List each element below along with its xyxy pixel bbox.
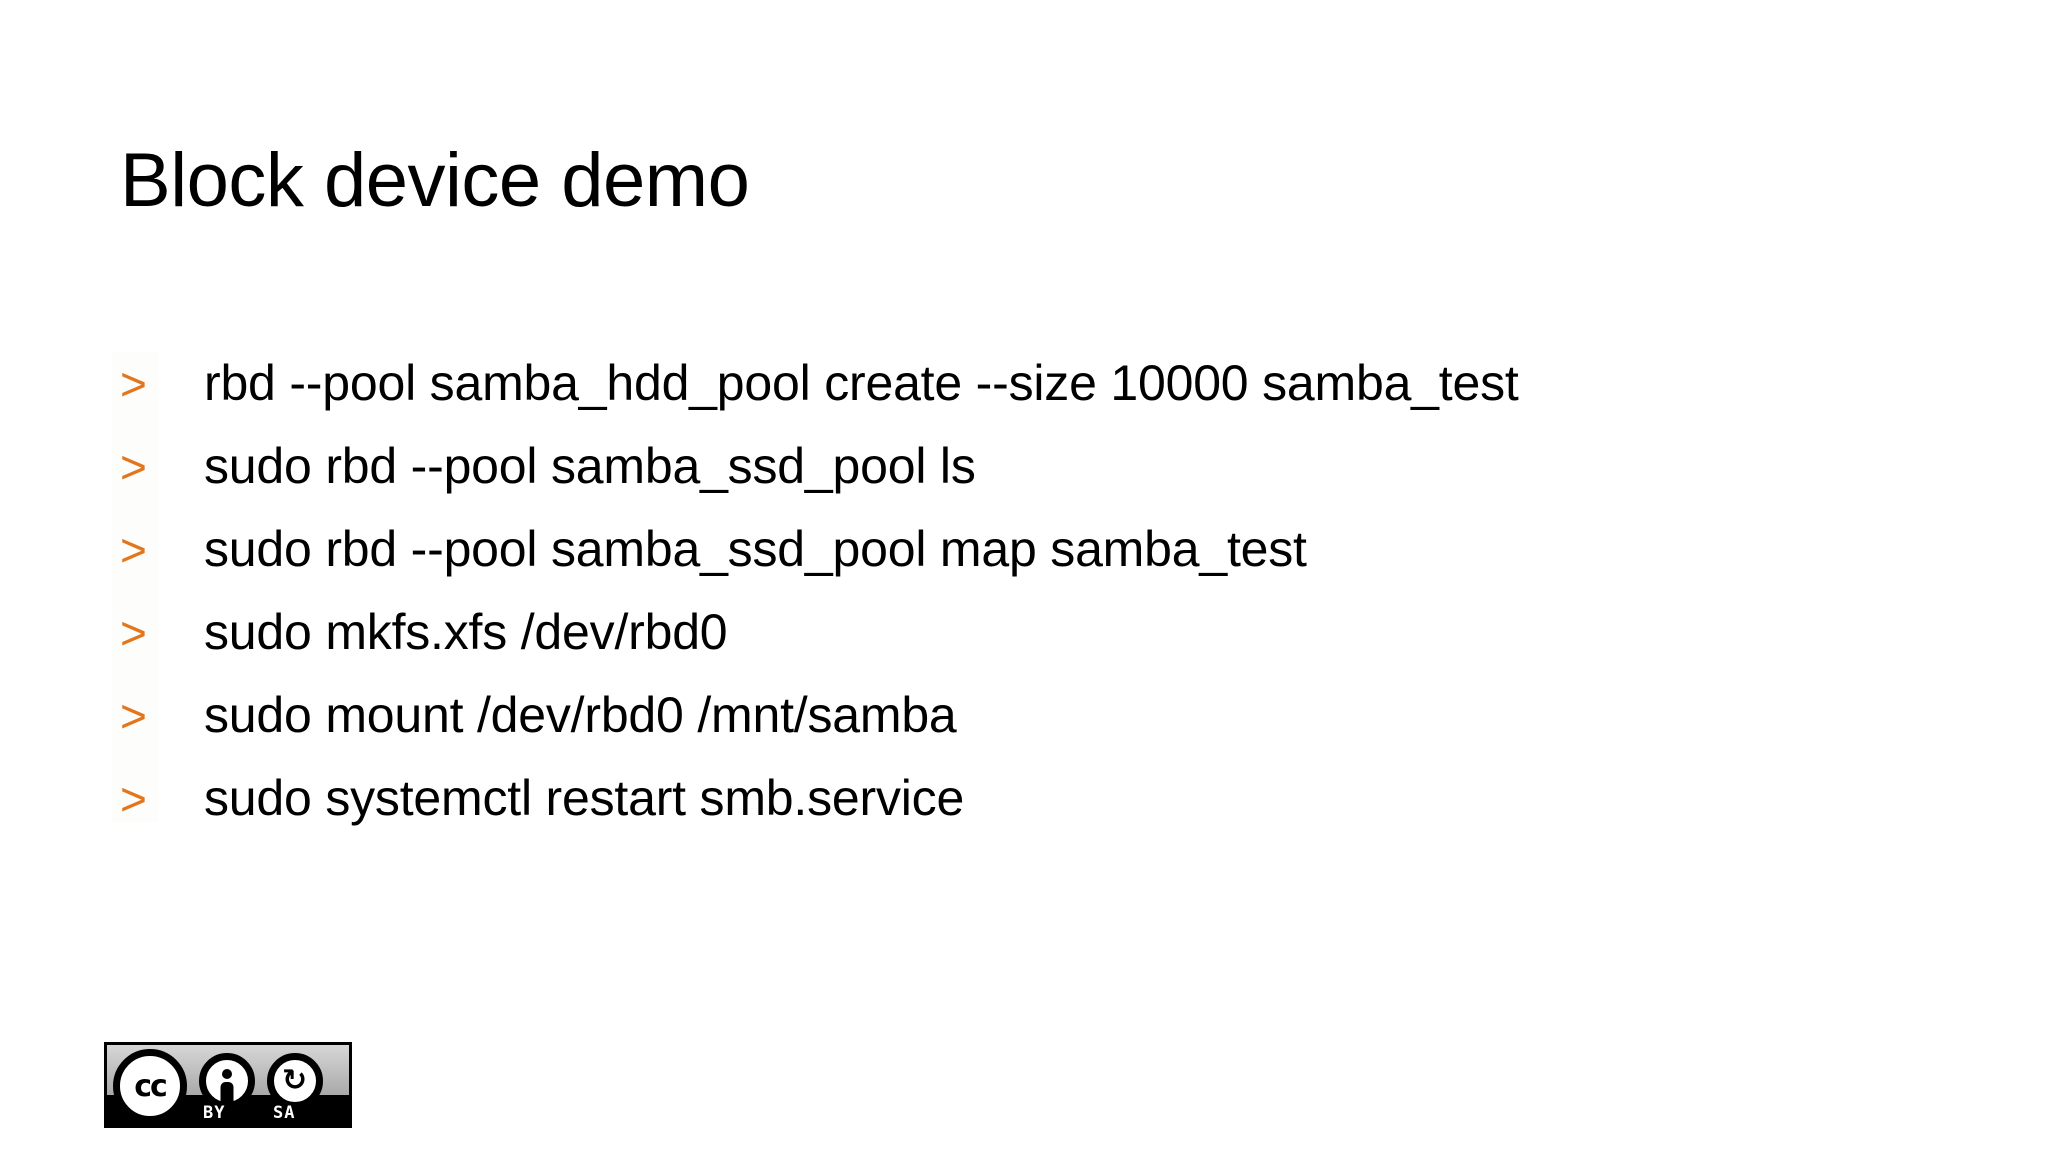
person-body-shape [220,1082,234,1104]
command-text: rbd --pool samba_hdd_pool create --size … [204,355,1519,411]
person-head-shape [222,1069,232,1079]
command-text: sudo mount /dev/rbd0 /mnt/samba [204,687,957,743]
creative-commons-badge[interactable]: cc ↺ BY SA [104,1042,352,1128]
cc-logo-icon: cc [113,1049,187,1123]
content-band [112,352,158,822]
chevron-right-icon: > [120,607,147,659]
list-item: > rbd --pool samba_hdd_pool create --siz… [120,358,1980,441]
command-text: sudo rbd --pool samba_ssd_pool map samba… [204,521,1307,577]
list-item: > sudo mount /dev/rbd0 /mnt/samba [120,690,1980,773]
list-item: > sudo rbd --pool samba_ssd_pool ls [120,441,1980,524]
page-title: Block device demo [120,137,750,223]
chevron-right-icon: > [120,524,147,576]
list-item: > sudo systemctl restart smb.service [120,773,1980,856]
chevron-right-icon: > [120,773,147,825]
command-list: > rbd --pool samba_hdd_pool create --siz… [120,358,1980,856]
cc-sharealike-icon: ↺ [267,1053,323,1109]
list-item: > sudo rbd --pool samba_ssd_pool map sam… [120,524,1980,607]
cc-sa-label: SA [273,1103,296,1123]
command-text: sudo systemctl restart smb.service [204,770,965,826]
chevron-right-icon: > [120,441,147,493]
chevron-right-icon: > [120,690,147,742]
command-text: sudo mkfs.xfs /dev/rbd0 [204,604,728,660]
sharealike-arrow-glyph: ↺ [282,1063,308,1098]
cc-by-label: BY [203,1103,226,1123]
chevron-right-icon: > [120,358,147,410]
command-text: sudo rbd --pool samba_ssd_pool ls [204,438,976,494]
list-item: > sudo mkfs.xfs /dev/rbd0 [120,607,1980,690]
cc-attribution-icon [199,1053,255,1109]
cc-badge-inner: cc ↺ BY SA [107,1045,349,1125]
